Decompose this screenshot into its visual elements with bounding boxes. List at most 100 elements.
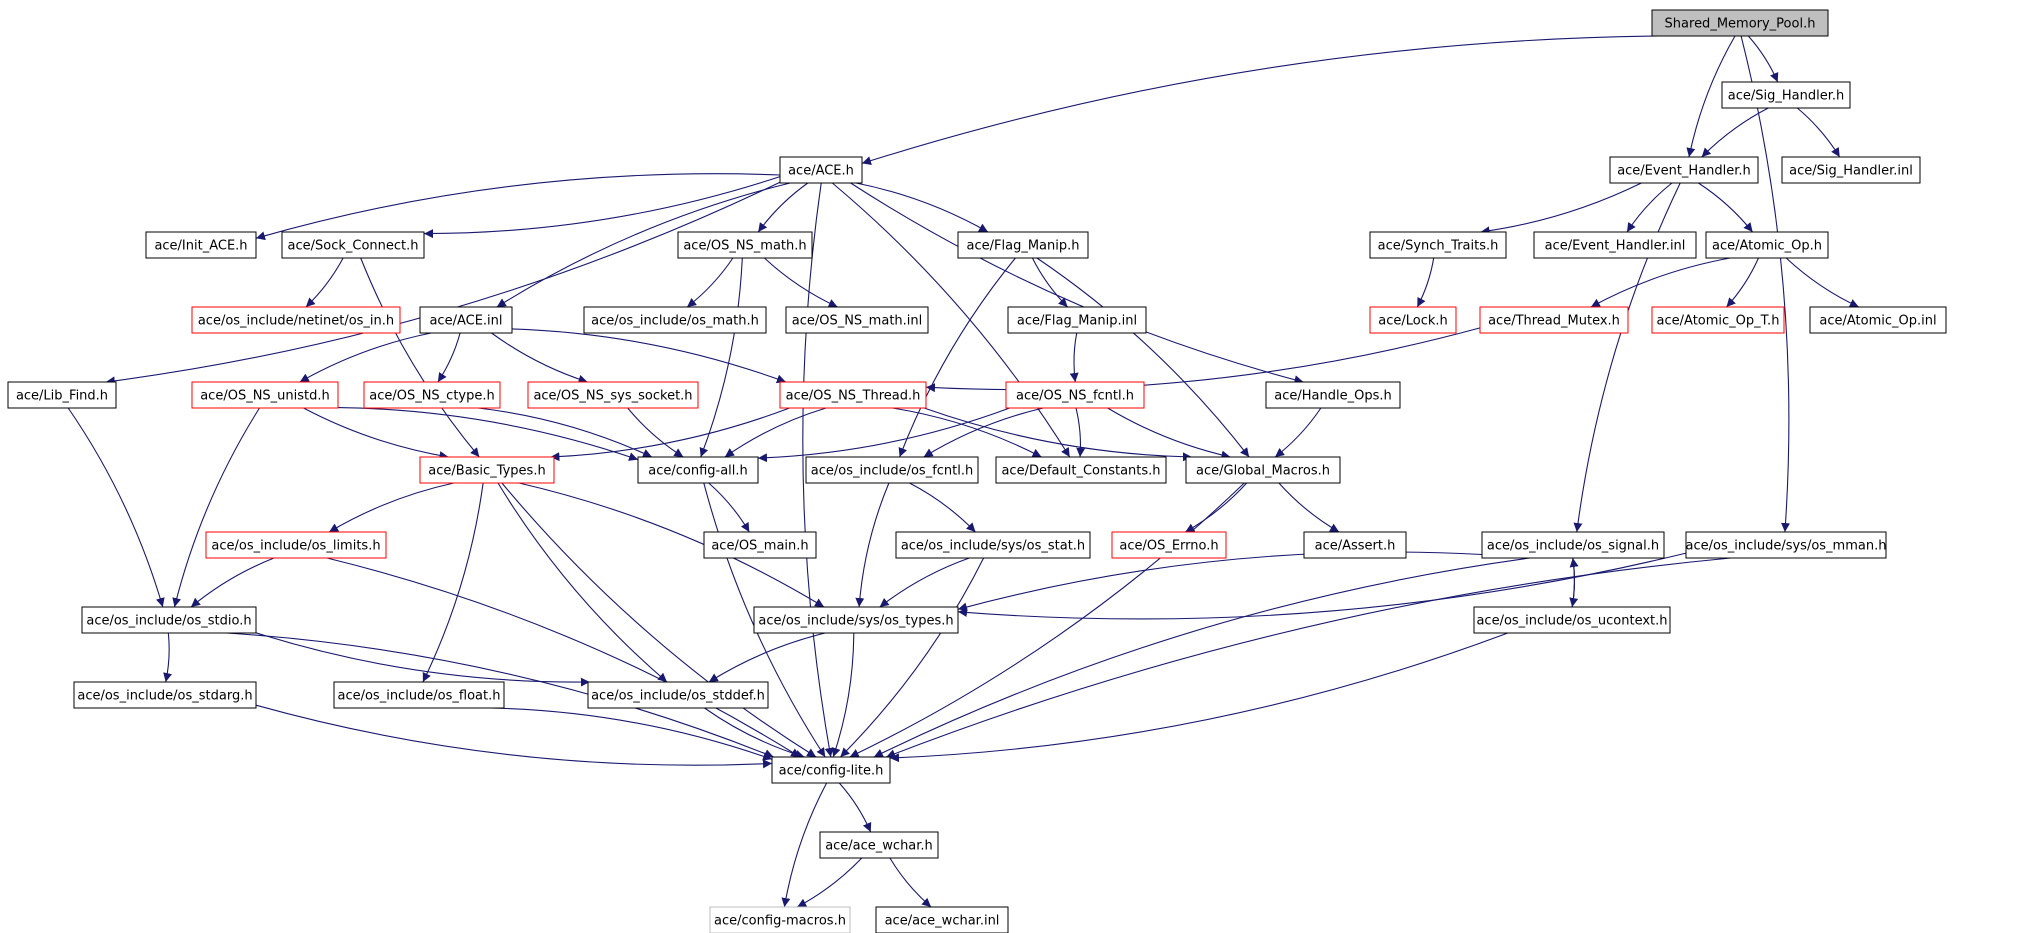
node-osstdio[interactable]: ace/os_include/os_stdio.h (81, 606, 257, 634)
edge-ossignal-to-configlite (873, 557, 1531, 758)
node-label: ace/Atomic_Op.h (1712, 239, 1822, 254)
node-box (1609, 156, 1759, 184)
node-label: ace/OS_Errno.h (1119, 539, 1218, 554)
edge-globalmacros-to-assert (1278, 482, 1340, 533)
node-label: ace/ACE.h (788, 164, 854, 179)
node-osmain[interactable]: ace/OS_main.h (703, 531, 817, 559)
node-ace[interactable]: ace/ACE.h (779, 156, 863, 184)
node-oserrno[interactable]: ace/OS_Errno.h (1111, 531, 1227, 559)
edge-acewchar-to-acewcharinl (889, 857, 932, 908)
edge-osnsfcntl-to-osfcntl (923, 407, 1044, 458)
node-basictypes[interactable]: ace/Basic_Types.h (419, 456, 555, 484)
edge-root-to-sighandler (1747, 35, 1779, 83)
node-label: ace/Sig_Handler.h (1728, 89, 1844, 104)
edge-osnsunistd-to-configall (337, 407, 639, 461)
node-label: ace/os_include/sys/os_stat.h (901, 539, 1085, 554)
node-osucontext[interactable]: ace/os_include/os_ucontext.h (1473, 606, 1671, 634)
node-globalmacros[interactable]: ace/Global_Macros.h (1185, 456, 1341, 484)
node-sighandlerinl[interactable]: ace/Sig_Handler.inl (1781, 156, 1921, 184)
node-osstdarg[interactable]: ace/os_include/os_stdarg.h (73, 681, 257, 709)
node-label: ace/os_include/os_ucontext.h (1476, 614, 1667, 629)
node-osnsmath[interactable]: ace/OS_NS_math.h (677, 231, 813, 259)
node-initace[interactable]: ace/Init_ACE.h (145, 231, 257, 259)
node-flagmanip[interactable]: ace/Flag_Manip.h (957, 231, 1089, 259)
edge-osnsfcntl-to-globalmacros (1107, 407, 1231, 460)
node-handleops[interactable]: ace/Handle_Ops.h (1265, 381, 1401, 409)
node-defaultconstants[interactable]: ace/Default_Constants.h (995, 456, 1167, 484)
node-osmath[interactable]: ace/os_include/os_math.h (583, 306, 767, 334)
node-label: ace/os_include/sys/os_mman.h (1686, 539, 1887, 554)
node-box (1721, 81, 1851, 109)
node-oslimits[interactable]: ace/os_include/os_limits.h (205, 531, 387, 559)
edge-configall-to-osmain (708, 482, 750, 533)
node-osstat[interactable]: ace/os_include/sys/os_stat.h (895, 531, 1091, 559)
node-osnsunistd[interactable]: ace/OS_NS_unistd.h (191, 381, 339, 409)
edge-acewchar-to-configmacros (796, 857, 863, 908)
node-aceinl[interactable]: ace/ACE.inl (419, 306, 513, 334)
node-configall[interactable]: ace/config-all.h (637, 456, 759, 484)
node-eventhandler[interactable]: ace/Event_Handler.h (1609, 156, 1759, 184)
node-box (895, 531, 1091, 559)
edge-configlite-to-configmacros (781, 782, 828, 908)
edge-handleops-to-globalmacros (1274, 407, 1322, 458)
node-atomicop[interactable]: ace/Atomic_Op.h (1705, 231, 1829, 259)
node-label: ace/OS_NS_sys_socket.h (533, 389, 692, 404)
node-configlite[interactable]: ace/config-lite.h (771, 756, 891, 784)
node-label: ace/OS_NS_math.h (683, 239, 806, 254)
node-atomicopinl[interactable]: ace/Atomic_Op.inl (1809, 306, 1947, 334)
node-label: ace/Lock.h (1378, 314, 1448, 329)
node-acewchar[interactable]: ace/ace_wchar.h (819, 831, 939, 859)
node-atomicopt[interactable]: ace/Atomic_Op_T.h (1651, 306, 1785, 334)
node-assert[interactable]: ace/Assert.h (1303, 531, 1407, 559)
node-box (205, 531, 387, 559)
edge-oslimits-to-configlite (326, 557, 801, 758)
edge-osnsthread-to-configall (724, 407, 827, 458)
node-synchtraits[interactable]: ace/Synch_Traits.h (1369, 231, 1507, 259)
edge-osucontext-to-configlite (889, 632, 1508, 763)
edge-basictypes-to-configlite (501, 482, 817, 758)
node-label: ace/OS_NS_Thread.h (786, 389, 921, 404)
node-label: ace/config-macros.h (714, 914, 846, 929)
node-osnssyssocket[interactable]: ace/OS_NS_sys_socket.h (527, 381, 699, 409)
node-acewcharinl[interactable]: ace/ace_wchar.inl (875, 906, 1009, 933)
edge-ossignal-to-ostypes (957, 551, 1483, 612)
edge-eventhandler-to-atomicop (1698, 182, 1754, 233)
node-box (1809, 306, 1947, 334)
node-osfcntl[interactable]: ace/os_include/os_fcntl.h (805, 456, 979, 484)
node-label: ace/ace_wchar.inl (885, 914, 1000, 929)
node-osnsmathinl[interactable]: ace/OS_NS_math.inl (785, 306, 929, 334)
node-label: ace/Event_Handler.h (1617, 164, 1751, 179)
node-label: ace/Atomic_Op.inl (1819, 314, 1936, 329)
edge-ace-to-libfind (105, 181, 781, 386)
node-threadmutex[interactable]: ace/Thread_Mutex.h (1479, 306, 1629, 334)
node-label: Shared_Memory_Pool.h (1665, 17, 1816, 32)
node-sockconnect[interactable]: ace/Sock_Connect.h (281, 231, 425, 259)
node-osfloat[interactable]: ace/os_include/os_float.h (333, 681, 505, 709)
node-box (363, 381, 501, 409)
node-osstddef[interactable]: ace/os_include/os_stddef.h (587, 681, 769, 709)
node-box (677, 231, 813, 259)
node-lock[interactable]: ace/Lock.h (1369, 306, 1457, 334)
node-osmman[interactable]: ace/os_include/sys/os_mman.h (1685, 531, 1887, 559)
node-eventhandlerinl[interactable]: ace/Event_Handler.inl (1533, 231, 1697, 259)
node-box (1685, 531, 1887, 559)
node-netinet[interactable]: ace/os_include/netinet/os_in.h (191, 306, 401, 334)
edge-ostypes-to-osstddef (708, 632, 826, 683)
node-ostypes[interactable]: ace/os_include/sys/os_types.h (753, 606, 959, 634)
edge-osmman-to-configlite (886, 557, 1731, 758)
node-ossignal[interactable]: ace/os_include/os_signal.h (1481, 531, 1665, 559)
edge-osstddef-to-configlite (704, 707, 805, 759)
node-label: ace/os_include/os_stddef.h (591, 689, 765, 704)
node-label: ace/Synch_Traits.h (1378, 239, 1499, 254)
node-flagmanipinl[interactable]: ace/Flag_Manip.inl (1007, 306, 1147, 334)
node-box (1651, 306, 1785, 334)
node-osnsfcntl[interactable]: ace/OS_NS_fcntl.h (1005, 381, 1145, 409)
node-box (1533, 231, 1697, 259)
node-label: ace/Thread_Mutex.h (1488, 314, 1620, 329)
edge-osnsmath-to-osnsmathinl (764, 257, 838, 308)
node-osnsthread[interactable]: ace/OS_NS_Thread.h (779, 381, 927, 409)
node-libfind[interactable]: ace/Lib_Find.h (7, 381, 117, 409)
node-box (779, 381, 927, 409)
node-sighandler[interactable]: ace/Sig_Handler.h (1721, 81, 1851, 109)
node-osnsctype[interactable]: ace/OS_NS_ctype.h (363, 381, 501, 409)
